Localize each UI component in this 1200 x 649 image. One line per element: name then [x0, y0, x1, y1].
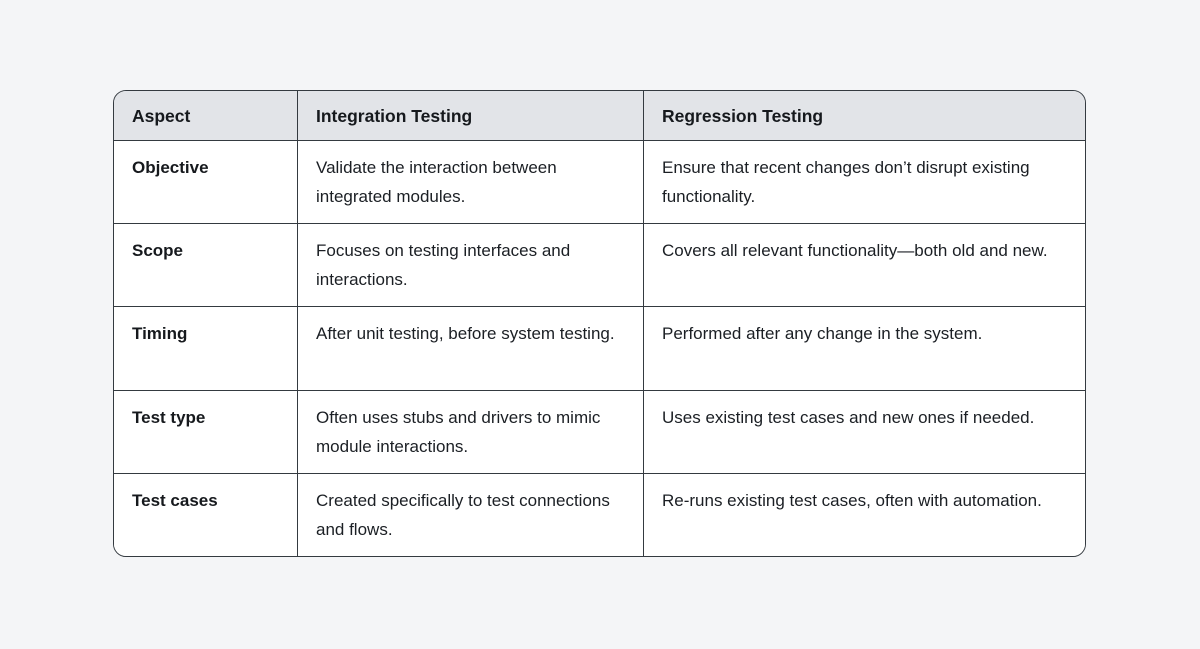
row-timing-integration: After unit testing, before system testin…	[298, 306, 644, 390]
row-test-type-aspect: Test type	[114, 389, 298, 473]
header-cell-aspect: Aspect	[114, 91, 298, 140]
comparison-table-grid: Aspect Integration Testing Regression Te…	[114, 91, 1085, 556]
row-test-type-integration: Often uses stubs and drivers to mimic mo…	[298, 389, 644, 473]
row-test-cases-regression: Re-runs existing test cases, often with …	[644, 472, 1085, 556]
row-objective-integration: Validate the interaction between integra…	[298, 140, 644, 224]
row-timing-regression: Performed after any change in the system…	[644, 306, 1085, 390]
row-objective-regression: Ensure that recent changes don’t disrupt…	[644, 140, 1085, 224]
row-objective-aspect: Objective	[114, 140, 298, 224]
row-scope-aspect: Scope	[114, 223, 298, 307]
row-scope-integration: Focuses on testing interfaces and intera…	[298, 223, 644, 307]
header-cell-regression-testing: Regression Testing	[644, 91, 1085, 140]
row-test-cases-aspect: Test cases	[114, 472, 298, 556]
header-cell-integration-testing: Integration Testing	[298, 91, 644, 140]
row-test-type-regression: Uses existing test cases and new ones if…	[644, 389, 1085, 473]
row-scope-regression: Covers all relevant functionality—both o…	[644, 223, 1085, 307]
row-timing-aspect: Timing	[114, 306, 298, 390]
comparison-table: Aspect Integration Testing Regression Te…	[113, 90, 1086, 557]
row-test-cases-integration: Created specifically to test connections…	[298, 472, 644, 556]
